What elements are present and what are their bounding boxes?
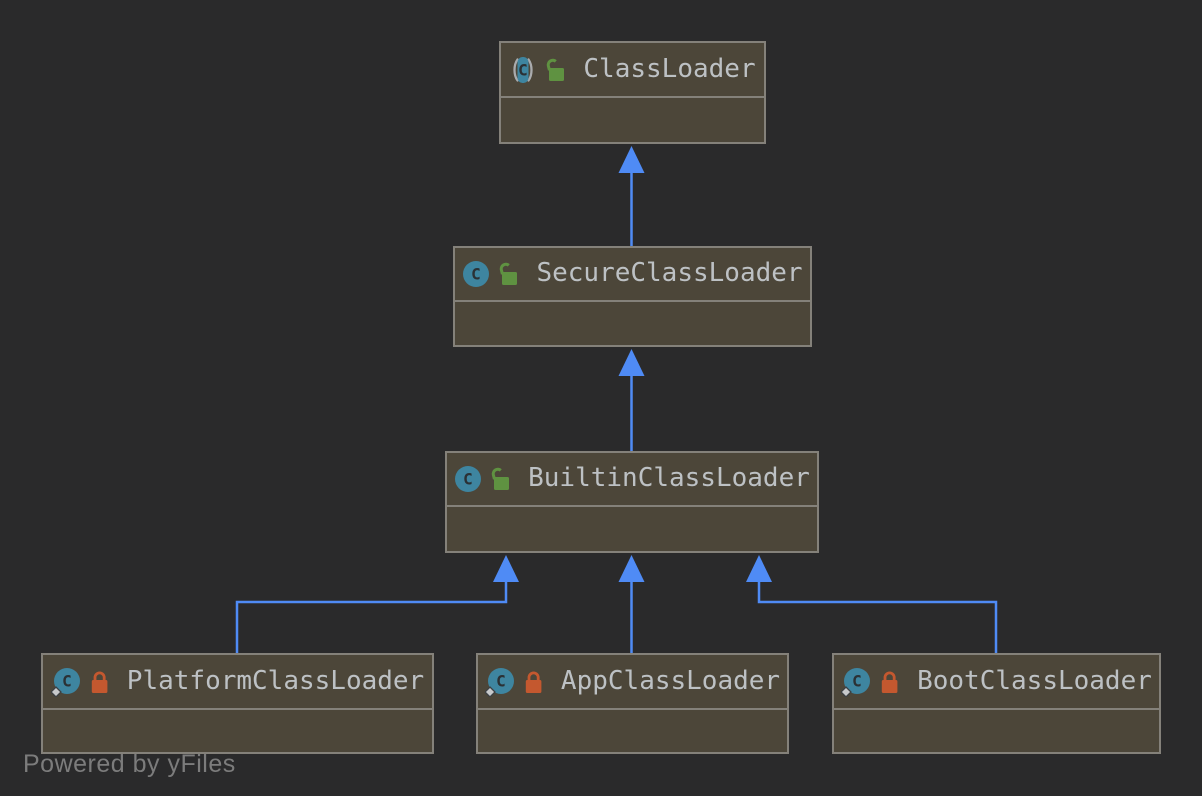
svg-text:C: C [852, 671, 862, 690]
node-compartment [43, 708, 432, 752]
closed-lock-icon [523, 669, 544, 695]
inheritance-edge-app-class-loader-to-builtin-class-loader [618, 555, 645, 653]
class-name-label: BuiltinClassLoader [528, 463, 810, 493]
class-name-label: PlatformClassLoader [126, 665, 425, 696]
class-node-app-class-loader[interactable]: C AppClassLoader [476, 653, 789, 754]
final-class-icon: C [50, 667, 81, 697]
class-node-builtin-class-loader[interactable]: C BuiltinClassLoader [445, 451, 819, 553]
node-header: C AppClassLoader [478, 655, 787, 708]
svg-text:C: C [472, 265, 482, 284]
svg-text:C: C [463, 470, 473, 489]
node-compartment [478, 708, 787, 752]
closed-lock-icon [89, 669, 110, 695]
class-name-label: AppClassLoader [560, 665, 781, 696]
svg-text:C: C [519, 60, 529, 79]
node-compartment [834, 708, 1159, 752]
svg-text:C: C [496, 671, 506, 690]
class-node-secure-class-loader[interactable]: C SecureClassLoader [453, 246, 812, 347]
yfiles-watermark[interactable]: Powered by yFiles [23, 750, 236, 778]
class-icon: C [462, 260, 490, 288]
node-compartment [447, 505, 817, 551]
class-name-label: BootClassLoader [917, 665, 1152, 696]
inheritance-edge-boot-class-loader-to-builtin-class-loader [746, 555, 998, 653]
node-header: C PlatformClassLoader [43, 655, 432, 708]
final-class-icon: C [484, 667, 515, 697]
inheritance-edge-platform-class-loader-to-builtin-class-loader [235, 555, 519, 653]
class-node-boot-class-loader[interactable]: C BootClassLoader [832, 653, 1161, 754]
node-compartment [455, 300, 810, 345]
class-icon: C [454, 465, 482, 493]
node-header: C BootClassLoader [834, 655, 1159, 708]
open-lock-icon [498, 261, 519, 287]
open-lock-icon [490, 466, 511, 492]
node-header: C ClassLoader [501, 43, 764, 96]
class-node-class-loader[interactable]: C ClassLoader [499, 41, 766, 144]
svg-text:C: C [62, 671, 72, 690]
node-header: C SecureClassLoader [455, 248, 810, 300]
node-header: C BuiltinClassLoader [447, 453, 817, 505]
closed-lock-icon [879, 669, 900, 695]
inheritance-edge-secure-class-loader-to-class-loader [618, 146, 645, 246]
class-name-label: ClassLoader [583, 53, 756, 84]
abstract-class-icon: C [509, 56, 537, 84]
class-name-label: SecureClassLoader [536, 258, 803, 288]
node-compartment [501, 96, 764, 142]
open-lock-icon [545, 57, 566, 83]
class-node-platform-class-loader[interactable]: C PlatformClassLoader [41, 653, 434, 754]
final-class-icon: C [841, 667, 871, 697]
inheritance-edge-builtin-class-loader-to-secure-class-loader [618, 349, 645, 451]
